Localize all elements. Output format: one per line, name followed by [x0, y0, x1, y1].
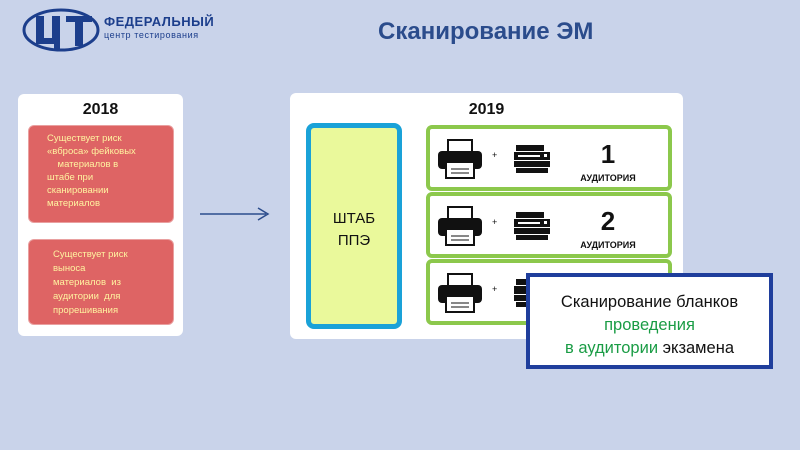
hq-label-line1: ШТАБ [332, 210, 376, 227]
risk-text-line: материалов [47, 198, 100, 209]
callout-line3: в аудитории экзамена [530, 337, 769, 359]
room-label: АУДИТОРИЯ [580, 240, 636, 250]
room-label: АУДИТОРИЯ [580, 173, 636, 183]
panel-2018: 2018 Существует риск «вброса» фейковых м… [18, 94, 183, 336]
risk-box-fake-materials: Существует риск «вброса» фейковых матери… [28, 125, 174, 223]
room-number: 2 [600, 206, 616, 236]
risk-text-line: материалов из [53, 277, 121, 288]
plus-sign: + [492, 284, 498, 294]
risk-text-line: Существует риск [53, 249, 128, 260]
callout-line1: Сканирование бланков [560, 293, 739, 311]
callout-line3-highlight: в аудитории [564, 339, 659, 357]
risk-text-line: штабе при [47, 172, 94, 183]
risk-text-line: материалов в [47, 159, 119, 170]
room-number: 1 [600, 139, 616, 169]
hq-label-line2: ППЭ [337, 232, 371, 249]
printer-icon [438, 206, 482, 246]
room-row: + 2 АУДИТОРИЯ [426, 192, 672, 258]
risk-text-line: прорешивания [53, 305, 119, 316]
plus-sign: + [492, 217, 498, 227]
printer-icon [438, 273, 482, 313]
plus-sign: + [492, 150, 498, 160]
slide-title: Сканирование ЭМ [378, 18, 594, 45]
callout-line3-rest: экзамена [658, 339, 734, 357]
printer-icon [438, 139, 482, 179]
scanner-icon [514, 212, 550, 240]
callout-box: Сканирование бланков проведения в аудито… [526, 273, 773, 369]
year-label: 2019 [468, 101, 505, 118]
hq-box: ШТАБ ППЭ [306, 123, 402, 329]
risk-text-line: сканировании [47, 185, 109, 196]
scanner-icon [514, 145, 550, 173]
risk-text-line: аудитории для [53, 291, 121, 302]
risk-text-line: Существует риск [47, 133, 122, 144]
room-row: + 1 АУДИТОРИЯ [426, 125, 672, 191]
year-label: 2018 [82, 101, 119, 118]
callout-line2: проведения [604, 316, 695, 334]
logo-name: ФЕДЕРАЛЬНЫЙ [104, 14, 215, 29]
logo-subtitle: центр тестирования [104, 30, 199, 40]
risk-box-removal: Существует риск выноса материалов из ауд… [28, 239, 174, 325]
logo: ФЕДЕРАЛЬНЫЙ центр тестирования [22, 8, 215, 52]
arrow-right-icon [200, 207, 270, 221]
risk-text-line: выноса [53, 263, 86, 274]
risk-text-line: «вброса» фейковых [47, 146, 136, 157]
logo-mark [22, 8, 100, 52]
